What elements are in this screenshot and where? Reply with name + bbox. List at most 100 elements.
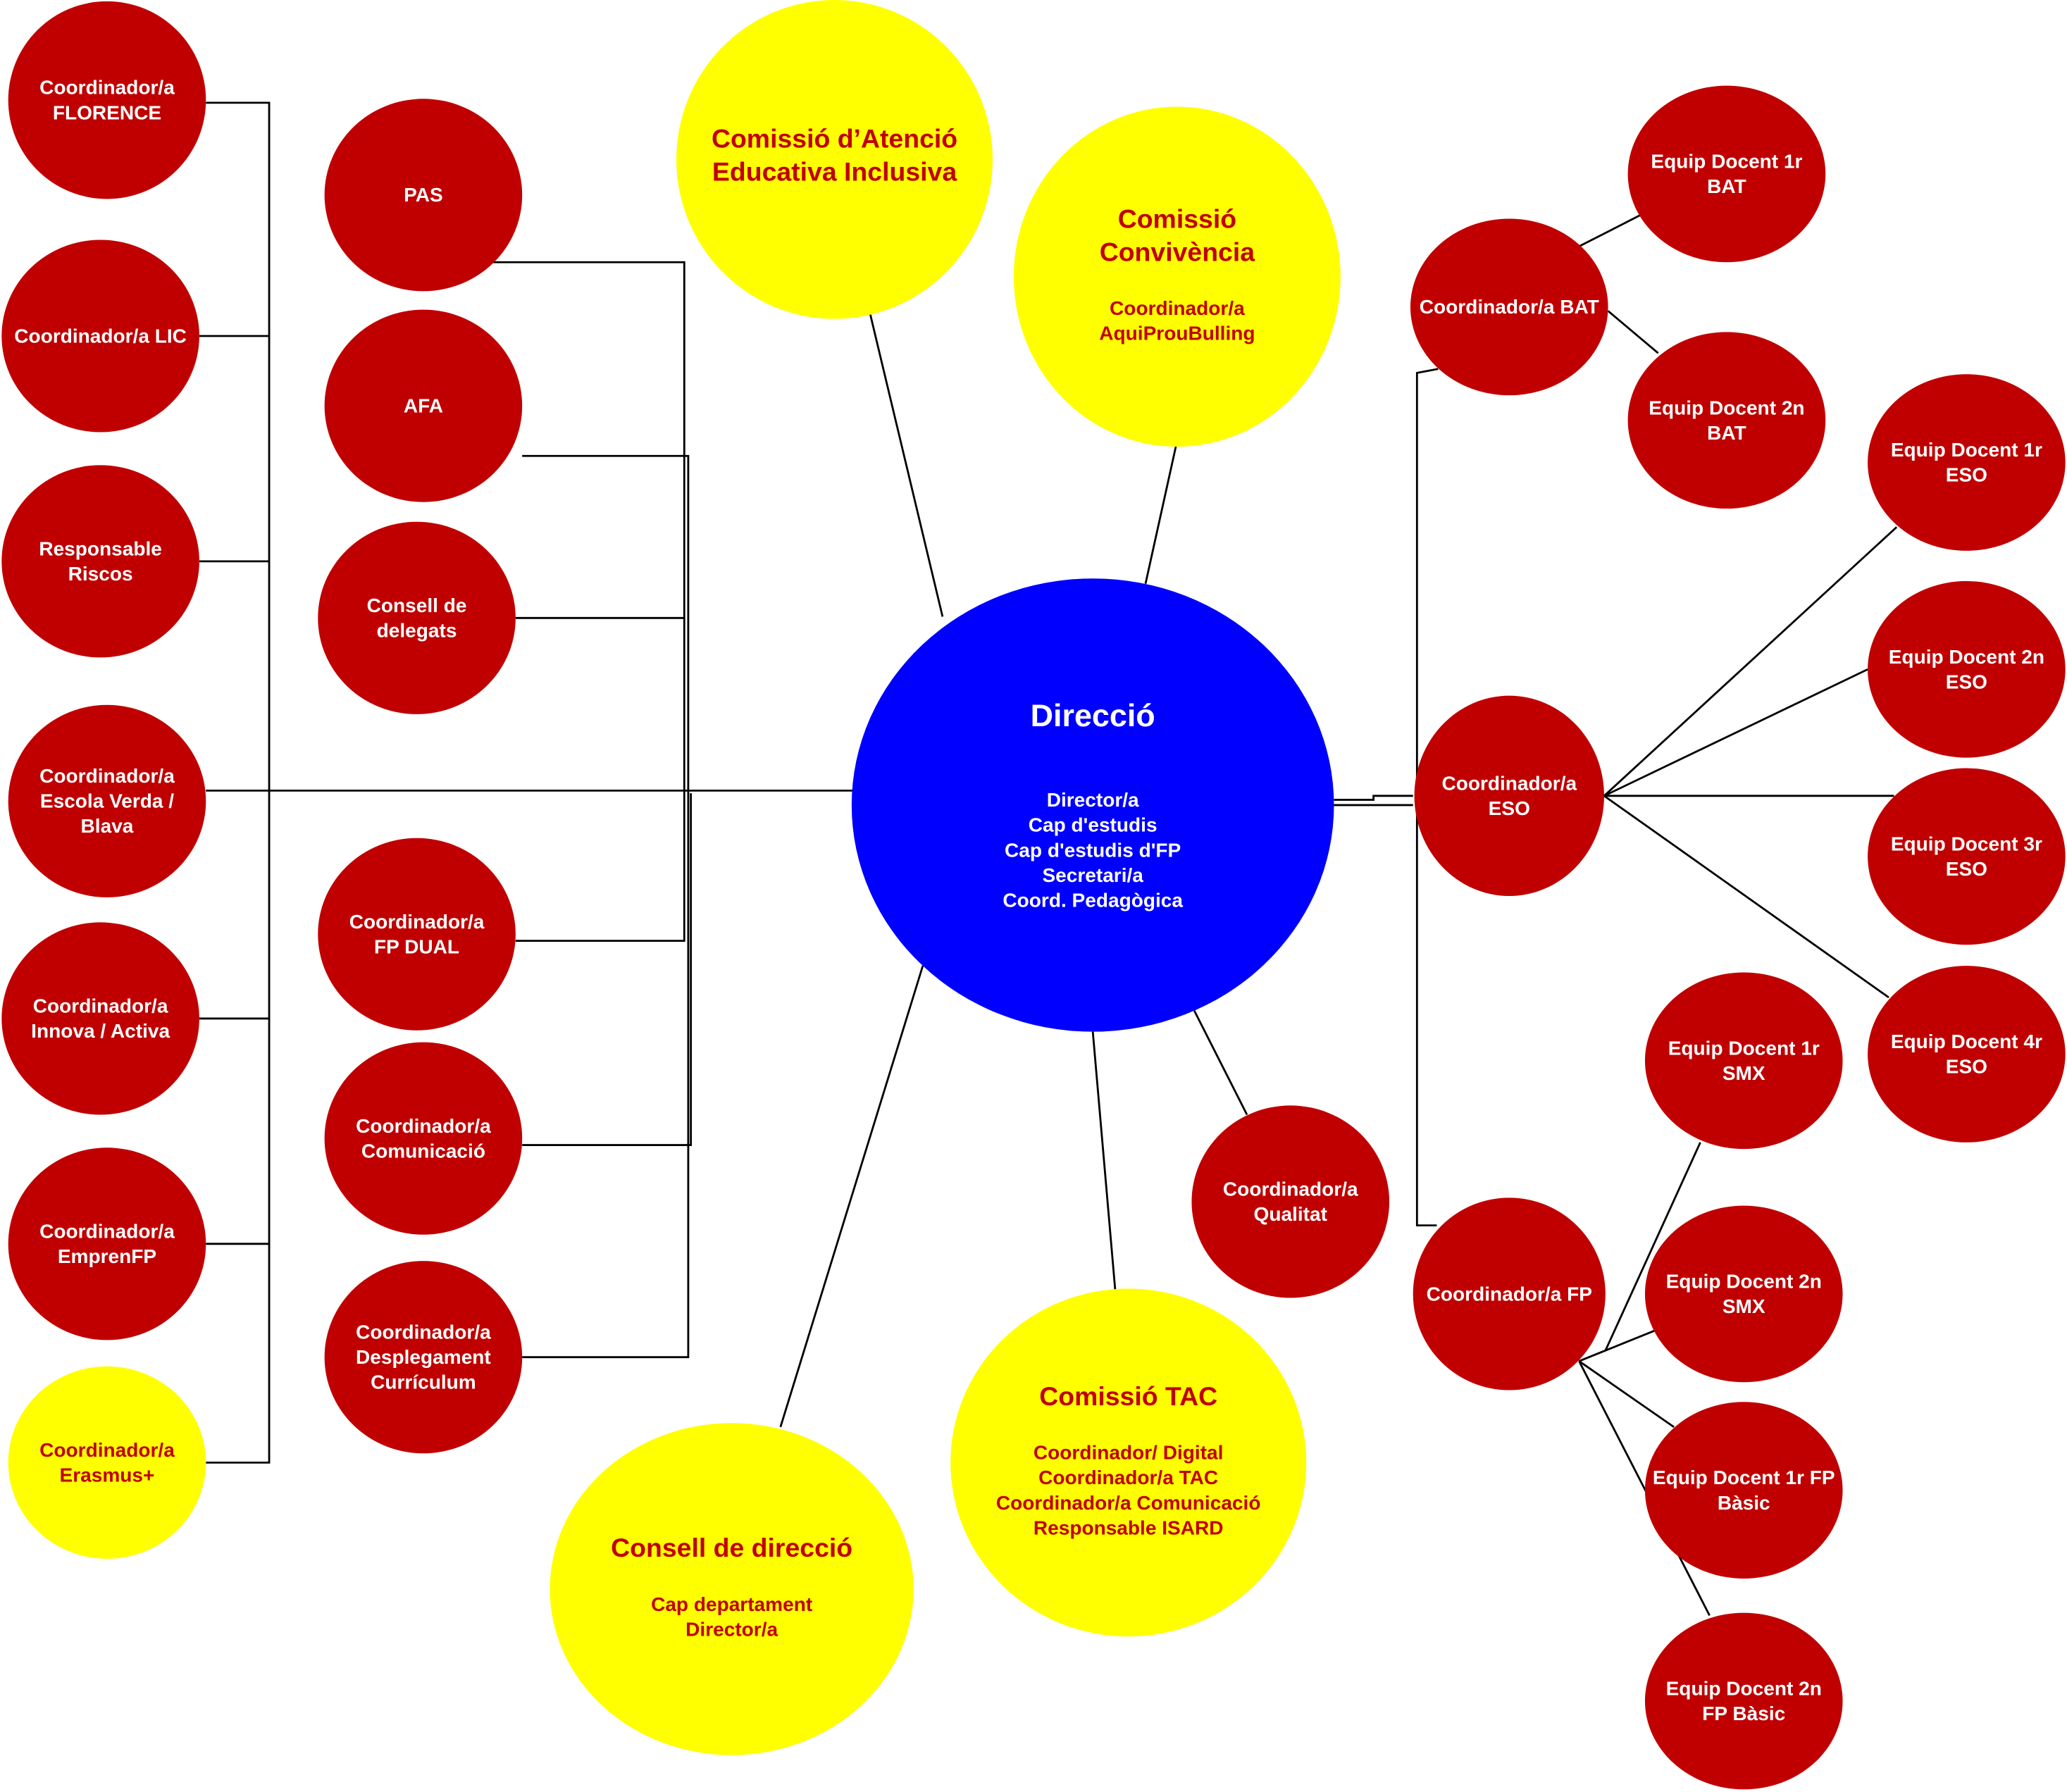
node-label: Coordinador/a [39,765,175,787]
node-label: Cap d'estudis [1029,814,1157,836]
node-label: ESO [1489,797,1530,819]
connector-line [1193,1010,1248,1116]
node-label: ESO [1946,464,1987,486]
node-label: Coordinador/ Digital [1034,1442,1224,1464]
node-circle [1413,1197,1606,1390]
node-circle [324,309,523,502]
connector-line [1603,668,1868,797]
node-label: delegats [377,619,457,641]
node-label: Coordinador/a BAT [1420,296,1599,318]
node-label: Comissió d’Atenció [712,124,957,154]
node-lic[interactable]: Coordinador/a LIC [1,239,199,433]
node-circle [1,465,199,658]
node-label: Convivència [1100,237,1256,266]
node-circle [1644,1205,1843,1383]
node-label: FP DUAL [374,935,459,957]
node-label: Coord. Pedagògica [1003,889,1183,911]
node-afa[interactable]: AFA [324,309,523,502]
node-label: Equip Docent 1r [1668,1037,1820,1059]
node-circle [8,1147,206,1340]
node-label: Bàsic [1718,1492,1770,1514]
node-circle [1868,374,2066,551]
connector-line [1578,1360,1675,1428]
connector-line [779,965,924,1428]
connector-line [1604,1142,1701,1351]
node-label: Coordinador/a [349,911,485,933]
node-label: Coordinador/a [356,1115,491,1137]
node-label: Equip Docent 3r [1891,833,2042,854]
node-label: Currículum [371,1371,476,1393]
node-label: Cap departament [651,1593,812,1615]
node-circle [324,99,523,292]
node-label: Qualitat [1254,1203,1327,1225]
node-label: Consell de direcció [611,1533,852,1562]
node-label: Coordinador/a [1110,297,1245,319]
node-bat2[interactable]: Equip Docent 2n BAT [1627,332,1826,509]
node-convivencia[interactable]: ComissióConvivènciaCoordinador/aAquiProu… [1013,106,1341,447]
node-circle [1,922,199,1115]
node-bat[interactable]: Coordinador/a BAT [1410,218,1608,396]
node-circle [1627,332,1826,509]
node-label: Coordinador/a [39,1220,175,1242]
node-label: Equip Docent 4r [1891,1031,2042,1052]
node-fp[interactable]: Coordinador/a FP [1413,1197,1606,1390]
node-circle [324,1042,523,1235]
node-label: Coordinador/a [356,1321,491,1343]
node-circle [1644,1612,1843,1790]
node-label: Equip Docent 2n [1666,1678,1822,1700]
node-label: Innova / Activa [31,1020,170,1042]
node-label: Equip Docent 1r FP [1653,1467,1835,1488]
node-label: Responsable [39,537,162,559]
node-circle [1410,218,1608,396]
node-label: Director/a [1047,789,1139,811]
node-circle [318,838,516,1031]
node-circle [318,521,516,714]
node-circle [1191,1105,1390,1298]
node-circle [8,704,206,897]
connector-line [206,101,271,1464]
node-label: Director/a [685,1618,778,1640]
node-label: Blava [81,815,134,837]
node-circle [1,239,199,433]
node-label: FLORENCE [53,101,161,123]
node-label: EmprenFP [58,1245,156,1267]
node-label: Equip Docent 2n [1649,397,1804,418]
node-fpb1[interactable]: Equip Docent 1r FP Bàsic [1644,1402,1843,1579]
node-pas[interactable]: PAS [324,99,523,292]
connector-line [1603,795,1889,999]
connector-line [1334,795,1413,801]
node-label: BAT [1707,422,1746,444]
connector-line [1144,446,1177,584]
node-circle [676,0,993,319]
node-label: SMX [1722,1295,1765,1317]
node-label: Cap d'estudis d'FP [1005,839,1181,861]
node-label: Riscos [68,563,133,585]
node-circle [8,1366,206,1559]
node-label: Equip Docent 1r [1651,151,1802,173]
node-fpdual[interactable]: Coordinador/aFP DUAL [318,838,516,1031]
